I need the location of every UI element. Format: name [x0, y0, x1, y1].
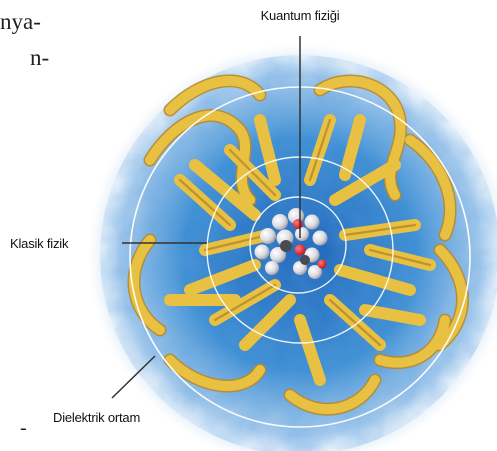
- dielectric-medium-label: Dielektrik ortam: [53, 410, 140, 425]
- quantum-physics-label: Kuantum fiziği: [261, 8, 340, 23]
- classical-physics-label: Klasik fizik: [10, 236, 69, 251]
